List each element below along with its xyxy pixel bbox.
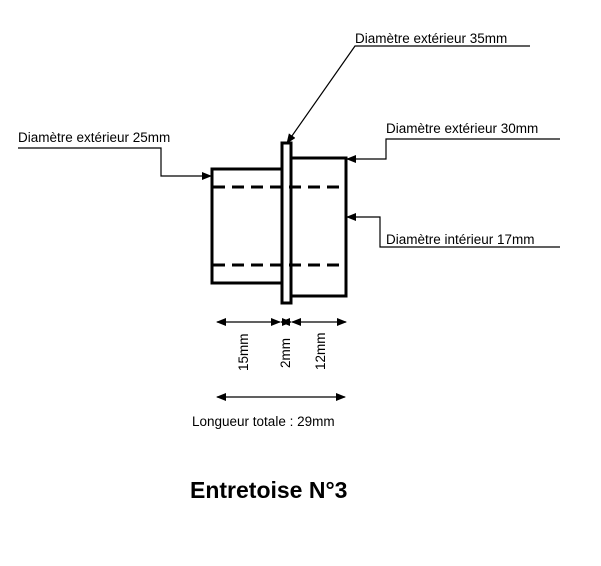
diagram-title: Entretoise N°3 (190, 477, 347, 503)
dim-label-15mm: 15mm (236, 333, 251, 371)
dim-label-2mm: 2mm (278, 338, 293, 368)
leader-outer-30 (346, 138, 560, 163)
section-30mm (289, 156, 348, 298)
label-outer-25: Diamètre extérieur 25mm (18, 130, 170, 145)
leader-inner-17 (346, 213, 560, 248)
dim-label-12mm: 12mm (313, 332, 328, 370)
leader-lines (18, 45, 560, 248)
label-inner-17: Diamètre intérieur 17mm (386, 232, 535, 247)
dim-label-total: Longueur totale : 29mm (192, 414, 335, 429)
leader-outer-35 (286, 45, 530, 144)
dimension-arrows (216, 318, 347, 401)
label-outer-35: Diamètre extérieur 35mm (355, 31, 507, 46)
label-outer-30: Diamètre extérieur 30mm (386, 121, 538, 136)
spacer-drawing (210, 141, 348, 305)
leader-outer-25 (18, 147, 212, 180)
